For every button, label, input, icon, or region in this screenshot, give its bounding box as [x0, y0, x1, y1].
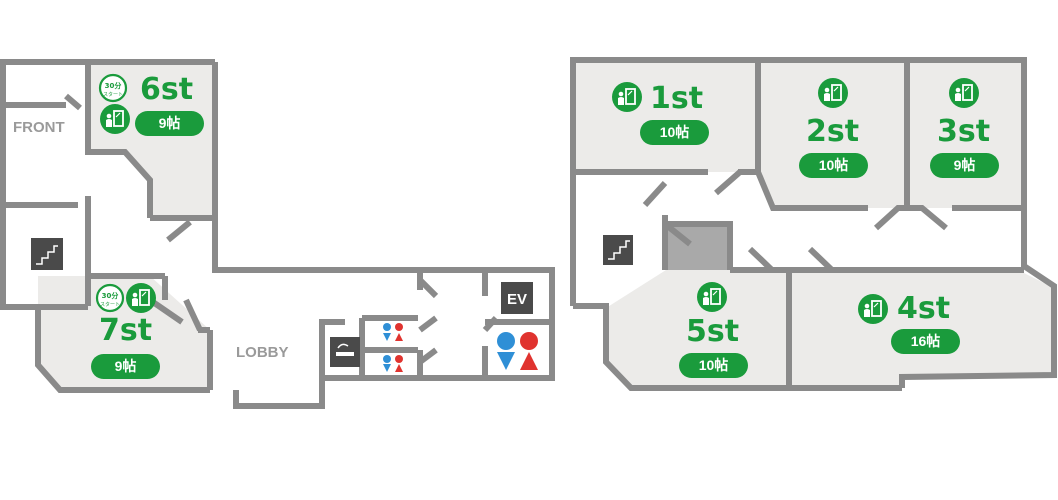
capacity-badge	[135, 111, 204, 136]
person-with-mirror-icon	[696, 281, 728, 313]
room-5st-name: 5st	[686, 314, 739, 349]
room-4st-name: 4st	[897, 291, 950, 326]
room-5st-capacity: 10帖	[699, 357, 729, 373]
lobby-label: LOBBY	[236, 344, 289, 361]
front-label: FRONT	[13, 119, 65, 136]
room-7st-name: 7st	[99, 313, 152, 348]
room-6st-area[interactable]	[91, 62, 215, 217]
start-badge-top-text: 30分	[102, 291, 119, 300]
restroom-icon	[383, 323, 403, 341]
person-with-mirror-icon	[948, 77, 980, 109]
person-with-mirror-icon	[611, 81, 643, 113]
right-building-walls	[570, 57, 1057, 391]
ev-label: EV	[507, 291, 527, 308]
start-badge-bottom-text: スタート	[100, 301, 120, 308]
capacity-badge	[930, 153, 999, 178]
restroom-icon	[497, 332, 538, 370]
room-1st-area[interactable]	[573, 62, 758, 172]
capacity-badge	[891, 329, 960, 354]
capacity-badge	[799, 153, 868, 178]
room-6st-name: 6st	[140, 72, 193, 107]
person-with-mirror-icon	[125, 282, 157, 314]
room-2st-area[interactable]	[761, 62, 907, 208]
person-with-mirror-icon	[99, 103, 131, 135]
room-1st-capacity: 10帖	[660, 124, 690, 140]
person-with-mirror-icon	[857, 293, 889, 325]
room-4st-capacity: 16帖	[911, 333, 941, 349]
stairs-icon	[31, 238, 63, 270]
capacity-badge	[679, 353, 748, 378]
start-badge-bottom-text: スタート	[103, 91, 123, 98]
room-7st-capacity: 9帖	[115, 358, 137, 374]
left-building-walls	[0, 59, 555, 409]
room-6st-capacity: 9帖	[159, 115, 181, 131]
room-3st-name: 3st	[937, 114, 990, 149]
start-badge-top-text: 30分	[105, 81, 122, 90]
person-with-mirror-icon	[817, 77, 849, 109]
room-2st-capacity: 10帖	[819, 157, 849, 173]
room-1st-name: 1st	[650, 81, 703, 116]
capacity-badge	[91, 354, 160, 379]
stairs-icon	[603, 235, 633, 265]
room-2st-name: 2st	[806, 114, 859, 149]
restroom-icon	[383, 355, 403, 372]
elevator-icon	[501, 282, 533, 314]
capacity-badge	[640, 120, 709, 145]
room-3st-capacity: 9帖	[954, 157, 976, 173]
smoking-area-icon	[330, 337, 360, 367]
